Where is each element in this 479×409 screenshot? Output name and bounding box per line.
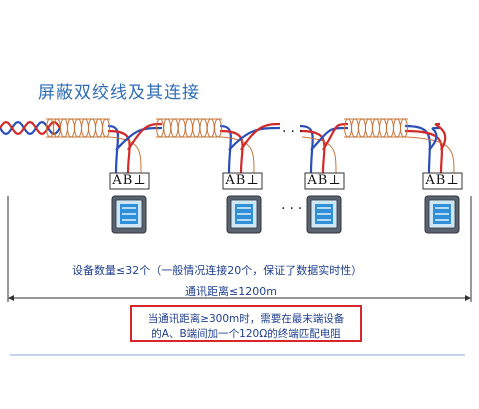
wire-blue-continue bbox=[428, 126, 441, 151]
terminal-resistor-note: 当通讯距离≥300m时，需要在最末端设备 的A、B端间加一个120Ω的终端匹配电… bbox=[130, 305, 362, 342]
shield-coil-ring bbox=[102, 118, 110, 138]
diagram-title: 屏蔽双绞线及其连接 bbox=[38, 83, 200, 103]
meter-device bbox=[111, 195, 147, 234]
wire-shield-drop bbox=[221, 136, 255, 174]
shield-coil-ring bbox=[177, 118, 186, 138]
device-count-text: 设备数量≤32个（一般情况连接20个，保证了数据实时性） bbox=[72, 264, 363, 277]
terminal-blocks bbox=[109, 172, 463, 190]
shield-coil-ring bbox=[206, 118, 215, 138]
wire-shield-drop bbox=[109, 136, 142, 174]
wire-red-continue bbox=[127, 122, 163, 151]
shield-coil-ring bbox=[74, 118, 82, 138]
wire-red-continue bbox=[434, 122, 447, 151]
shield-coil-ring bbox=[88, 118, 96, 138]
terminal-label-2: AB⊥ bbox=[225, 173, 260, 188]
distance-bracket bbox=[7, 196, 472, 302]
terminal-box bbox=[222, 172, 263, 190]
shield-coil-ring bbox=[351, 118, 359, 138]
wire-blue-drop bbox=[404, 124, 431, 174]
wire-red-continue bbox=[240, 122, 281, 151]
note-line-1: 当通讯距离≥300m时，需要在最末端设备 bbox=[147, 313, 345, 325]
meter-device bbox=[306, 195, 342, 234]
shield-coil-ring bbox=[163, 118, 172, 138]
wire-blue-continue bbox=[310, 126, 349, 151]
shield-coil-ring bbox=[386, 118, 394, 138]
shield-coil-ring bbox=[372, 118, 380, 138]
shield-coil-ring bbox=[199, 118, 208, 138]
shield-coil-ring bbox=[185, 118, 193, 138]
shield-coil-ring bbox=[379, 118, 387, 138]
cable-shields bbox=[46, 118, 408, 138]
shield-coil-ring bbox=[365, 118, 373, 138]
wire-red-drop bbox=[404, 129, 444, 174]
ellipsis-devices: ··· bbox=[281, 201, 307, 217]
wire-blue-drop bbox=[299, 124, 314, 174]
shield-coil-ring bbox=[95, 118, 103, 138]
meter-device bbox=[226, 195, 262, 234]
wire-blue-entry bbox=[0, 120, 61, 136]
shield-coil-ring bbox=[67, 118, 75, 138]
wire-shield-drop bbox=[301, 136, 337, 174]
terminal-label-3: AB⊥ bbox=[307, 173, 342, 188]
terminal-box bbox=[109, 172, 150, 190]
shield-coil-ring bbox=[393, 118, 401, 138]
shield-coil-ring bbox=[358, 118, 366, 138]
shield-coil-ring bbox=[60, 118, 68, 138]
distance-text: 通讯距离≤1200m bbox=[185, 285, 277, 298]
shield-coil-ring bbox=[214, 118, 222, 138]
meter-devices bbox=[111, 195, 460, 234]
meter-device bbox=[424, 195, 460, 234]
wire-blue-continue bbox=[115, 126, 163, 151]
shield-coil-ring bbox=[170, 118, 179, 138]
wire-blue-drop bbox=[219, 124, 232, 174]
terminal-label-1: AB⊥ bbox=[112, 173, 147, 188]
terminal-box bbox=[422, 172, 463, 190]
shield-coil-ring bbox=[81, 118, 89, 138]
wire-shield-drop bbox=[406, 136, 455, 174]
wire-blue-drop bbox=[107, 124, 120, 174]
terminal-label-4: AB⊥ bbox=[425, 173, 460, 188]
wire-blue-continue bbox=[228, 126, 281, 151]
twisted-pair-wires bbox=[0, 120, 455, 174]
note-line-2: 的A、B端间加一个120Ω的终端匹配电阻 bbox=[151, 328, 341, 340]
terminal-box bbox=[304, 172, 345, 190]
shield-coil-ring bbox=[192, 118, 201, 138]
ellipsis-top: ··· bbox=[282, 124, 308, 140]
shield-coil-ring bbox=[400, 118, 408, 138]
wire-red-entry bbox=[0, 120, 61, 136]
